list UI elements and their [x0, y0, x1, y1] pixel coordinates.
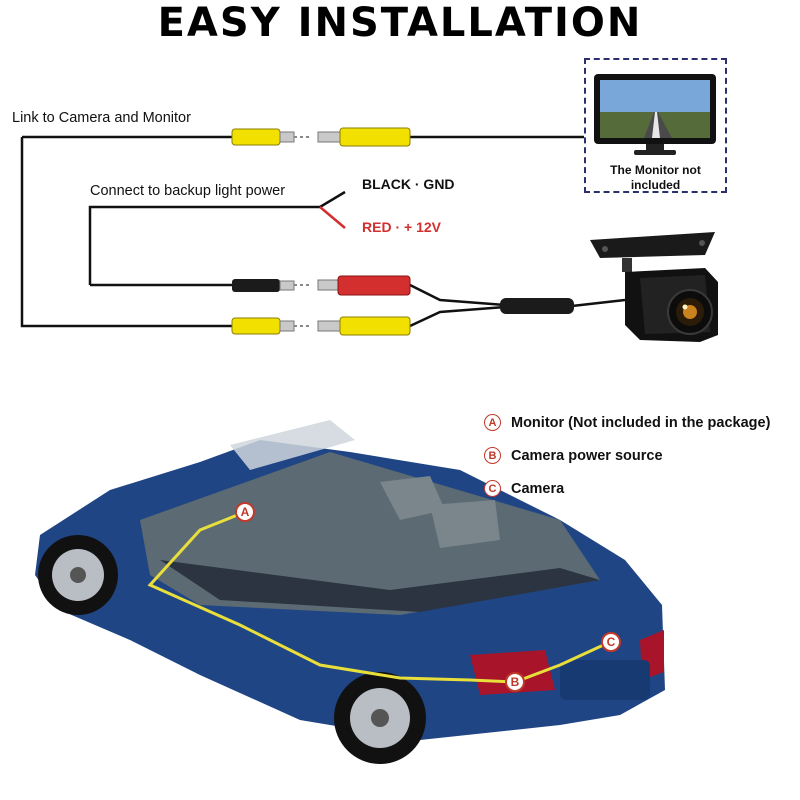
badge-a: A [484, 414, 501, 431]
rca-plug-video-bottom-left [231, 317, 310, 335]
legend-item-b: B Camera power source [484, 439, 770, 472]
car-badge-c: C [601, 632, 621, 652]
rca-plug-video-top-left [231, 128, 310, 146]
monitor-caption: The Monitor not included [586, 163, 725, 193]
monitor-box: The Monitor not included [584, 58, 727, 193]
cable-sleeve [500, 298, 574, 314]
monitor-caption-line2: included [630, 178, 681, 192]
red-12v-label: RED · + 12V [362, 219, 441, 235]
camera-icon [590, 232, 718, 342]
black-gnd-label: BLACK · GND [362, 176, 455, 192]
legend-text-b: Camera power source [511, 447, 663, 464]
page-title: EASY INSTALLATION [157, 0, 643, 46]
monitor-caption-line1: The Monitor not [610, 163, 701, 177]
car-badge-b: B [505, 672, 525, 692]
monitor-icon [594, 74, 716, 155]
power-plug-black [232, 279, 312, 292]
rear-wheel [334, 672, 426, 764]
front-wheel [38, 535, 118, 615]
link-label: Link to Camera and Monitor [12, 110, 191, 126]
power-label: Connect to backup light power [90, 183, 286, 199]
rca-plug-video-top-right [317, 127, 411, 147]
legend-item-c: C Camera [484, 472, 770, 505]
legend: A Monitor (Not included in the package) … [484, 406, 770, 505]
car-badge-a: A [235, 502, 255, 522]
legend-item-a: A Monitor (Not included in the package) [484, 406, 770, 439]
legend-text-a: Monitor (Not included in the package) [511, 414, 771, 431]
install-route [147, 510, 611, 684]
power-plug-red [317, 275, 411, 296]
badge-b: B [484, 447, 501, 464]
badge-c: C [484, 480, 501, 497]
rca-plug-video-bottom-right [317, 316, 411, 336]
legend-text-c: Camera [511, 480, 565, 497]
